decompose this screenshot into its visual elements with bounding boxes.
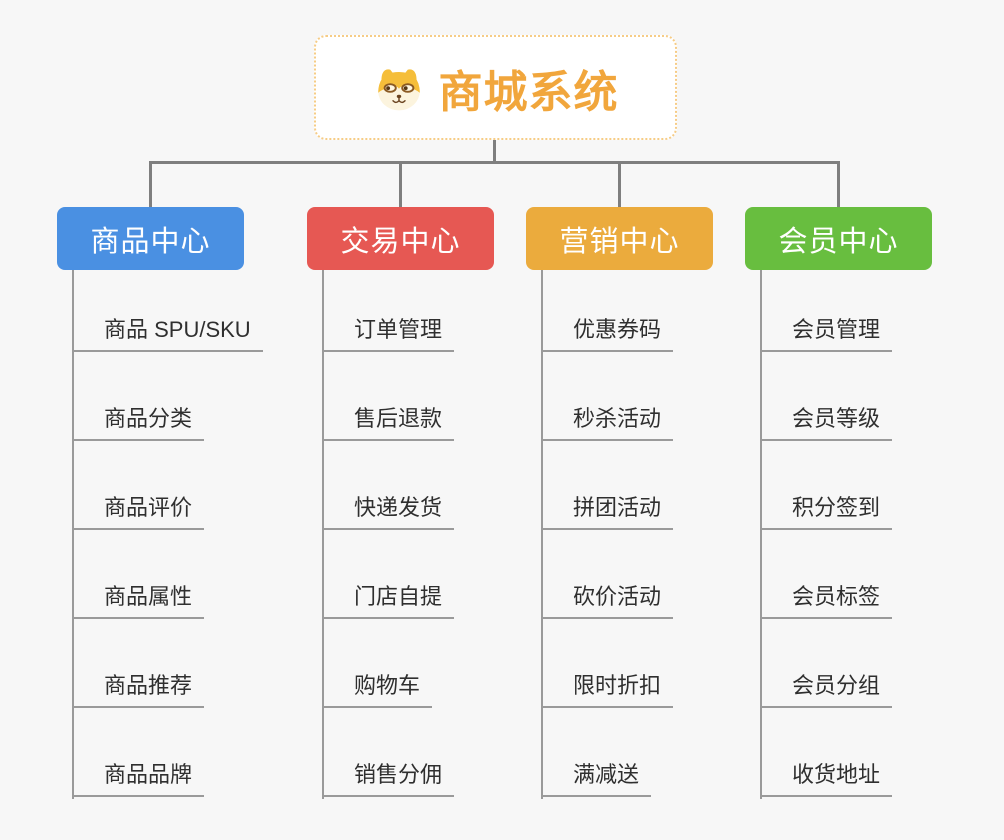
- branch-topic-marketing-center[interactable]: 营销中心: [526, 207, 713, 270]
- branch-trunk-line-member-center: [760, 270, 762, 799]
- leaf-topic-product-center-4[interactable]: 商品属性: [72, 583, 205, 619]
- leaf-topic-product-center-2[interactable]: 商品分类: [72, 405, 205, 441]
- leaf-topic-marketing-center-6[interactable]: 满减送: [541, 761, 652, 797]
- leaf-topic-trade-center-2[interactable]: 售后退款: [322, 405, 455, 441]
- leaf-topic-member-center-4[interactable]: 会员标签: [760, 583, 893, 619]
- leaf-topic-product-center-3[interactable]: 商品评价: [72, 494, 205, 530]
- leaf-topic-marketing-center-1[interactable]: 优惠券码: [541, 316, 674, 352]
- connector-drop-product-center: [149, 161, 152, 207]
- leaf-topic-product-center-5[interactable]: 商品推荐: [72, 672, 205, 708]
- leaf-topic-product-center-1[interactable]: 商品 SPU/SKU: [72, 316, 263, 352]
- leaf-topic-member-center-5[interactable]: 会员分组: [760, 672, 893, 708]
- leaf-topic-marketing-center-5[interactable]: 限时折扣: [541, 672, 674, 708]
- branch-trunk-line-trade-center: [322, 270, 324, 799]
- leaf-topic-trade-center-5[interactable]: 购物车: [322, 672, 433, 708]
- branch-topic-member-center[interactable]: 会员中心: [745, 207, 932, 270]
- leaf-topic-marketing-center-4[interactable]: 砍价活动: [541, 583, 674, 619]
- leaf-topic-member-center-1[interactable]: 会员管理: [760, 316, 893, 352]
- leaf-topic-product-center-6[interactable]: 商品品牌: [72, 761, 205, 797]
- leaf-topic-marketing-center-2[interactable]: 秒杀活动: [541, 405, 674, 441]
- leaf-topic-trade-center-1[interactable]: 订单管理: [322, 316, 455, 352]
- leaf-topic-trade-center-3[interactable]: 快递发货: [322, 494, 455, 530]
- branch-topic-product-center[interactable]: 商品中心: [57, 207, 244, 270]
- branch-trunk-line-product-center: [72, 270, 74, 799]
- connector-root-riser: [493, 140, 496, 164]
- connector-rail: [149, 161, 840, 164]
- leaf-topic-member-center-2[interactable]: 会员等级: [760, 405, 893, 441]
- leaf-topic-trade-center-4[interactable]: 门店自提: [322, 583, 455, 619]
- branch-trunk-line-marketing-center: [541, 270, 543, 799]
- leaf-topic-trade-center-6[interactable]: 销售分佣: [322, 761, 455, 797]
- root-topic[interactable]: 商城系统: [314, 35, 677, 140]
- leaf-topic-member-center-3[interactable]: 积分签到: [760, 494, 893, 530]
- branch-topic-trade-center[interactable]: 交易中心: [307, 207, 494, 270]
- shiba-dog-icon: [373, 64, 425, 112]
- connector-drop-trade-center: [399, 161, 402, 207]
- connector-drop-marketing-center: [618, 161, 621, 207]
- leaf-topic-member-center-6[interactable]: 收货地址: [760, 761, 893, 797]
- connector-drop-member-center: [837, 161, 840, 207]
- leaf-topic-marketing-center-3[interactable]: 拼团活动: [541, 494, 674, 530]
- root-topic-title: 商城系统: [438, 67, 619, 117]
